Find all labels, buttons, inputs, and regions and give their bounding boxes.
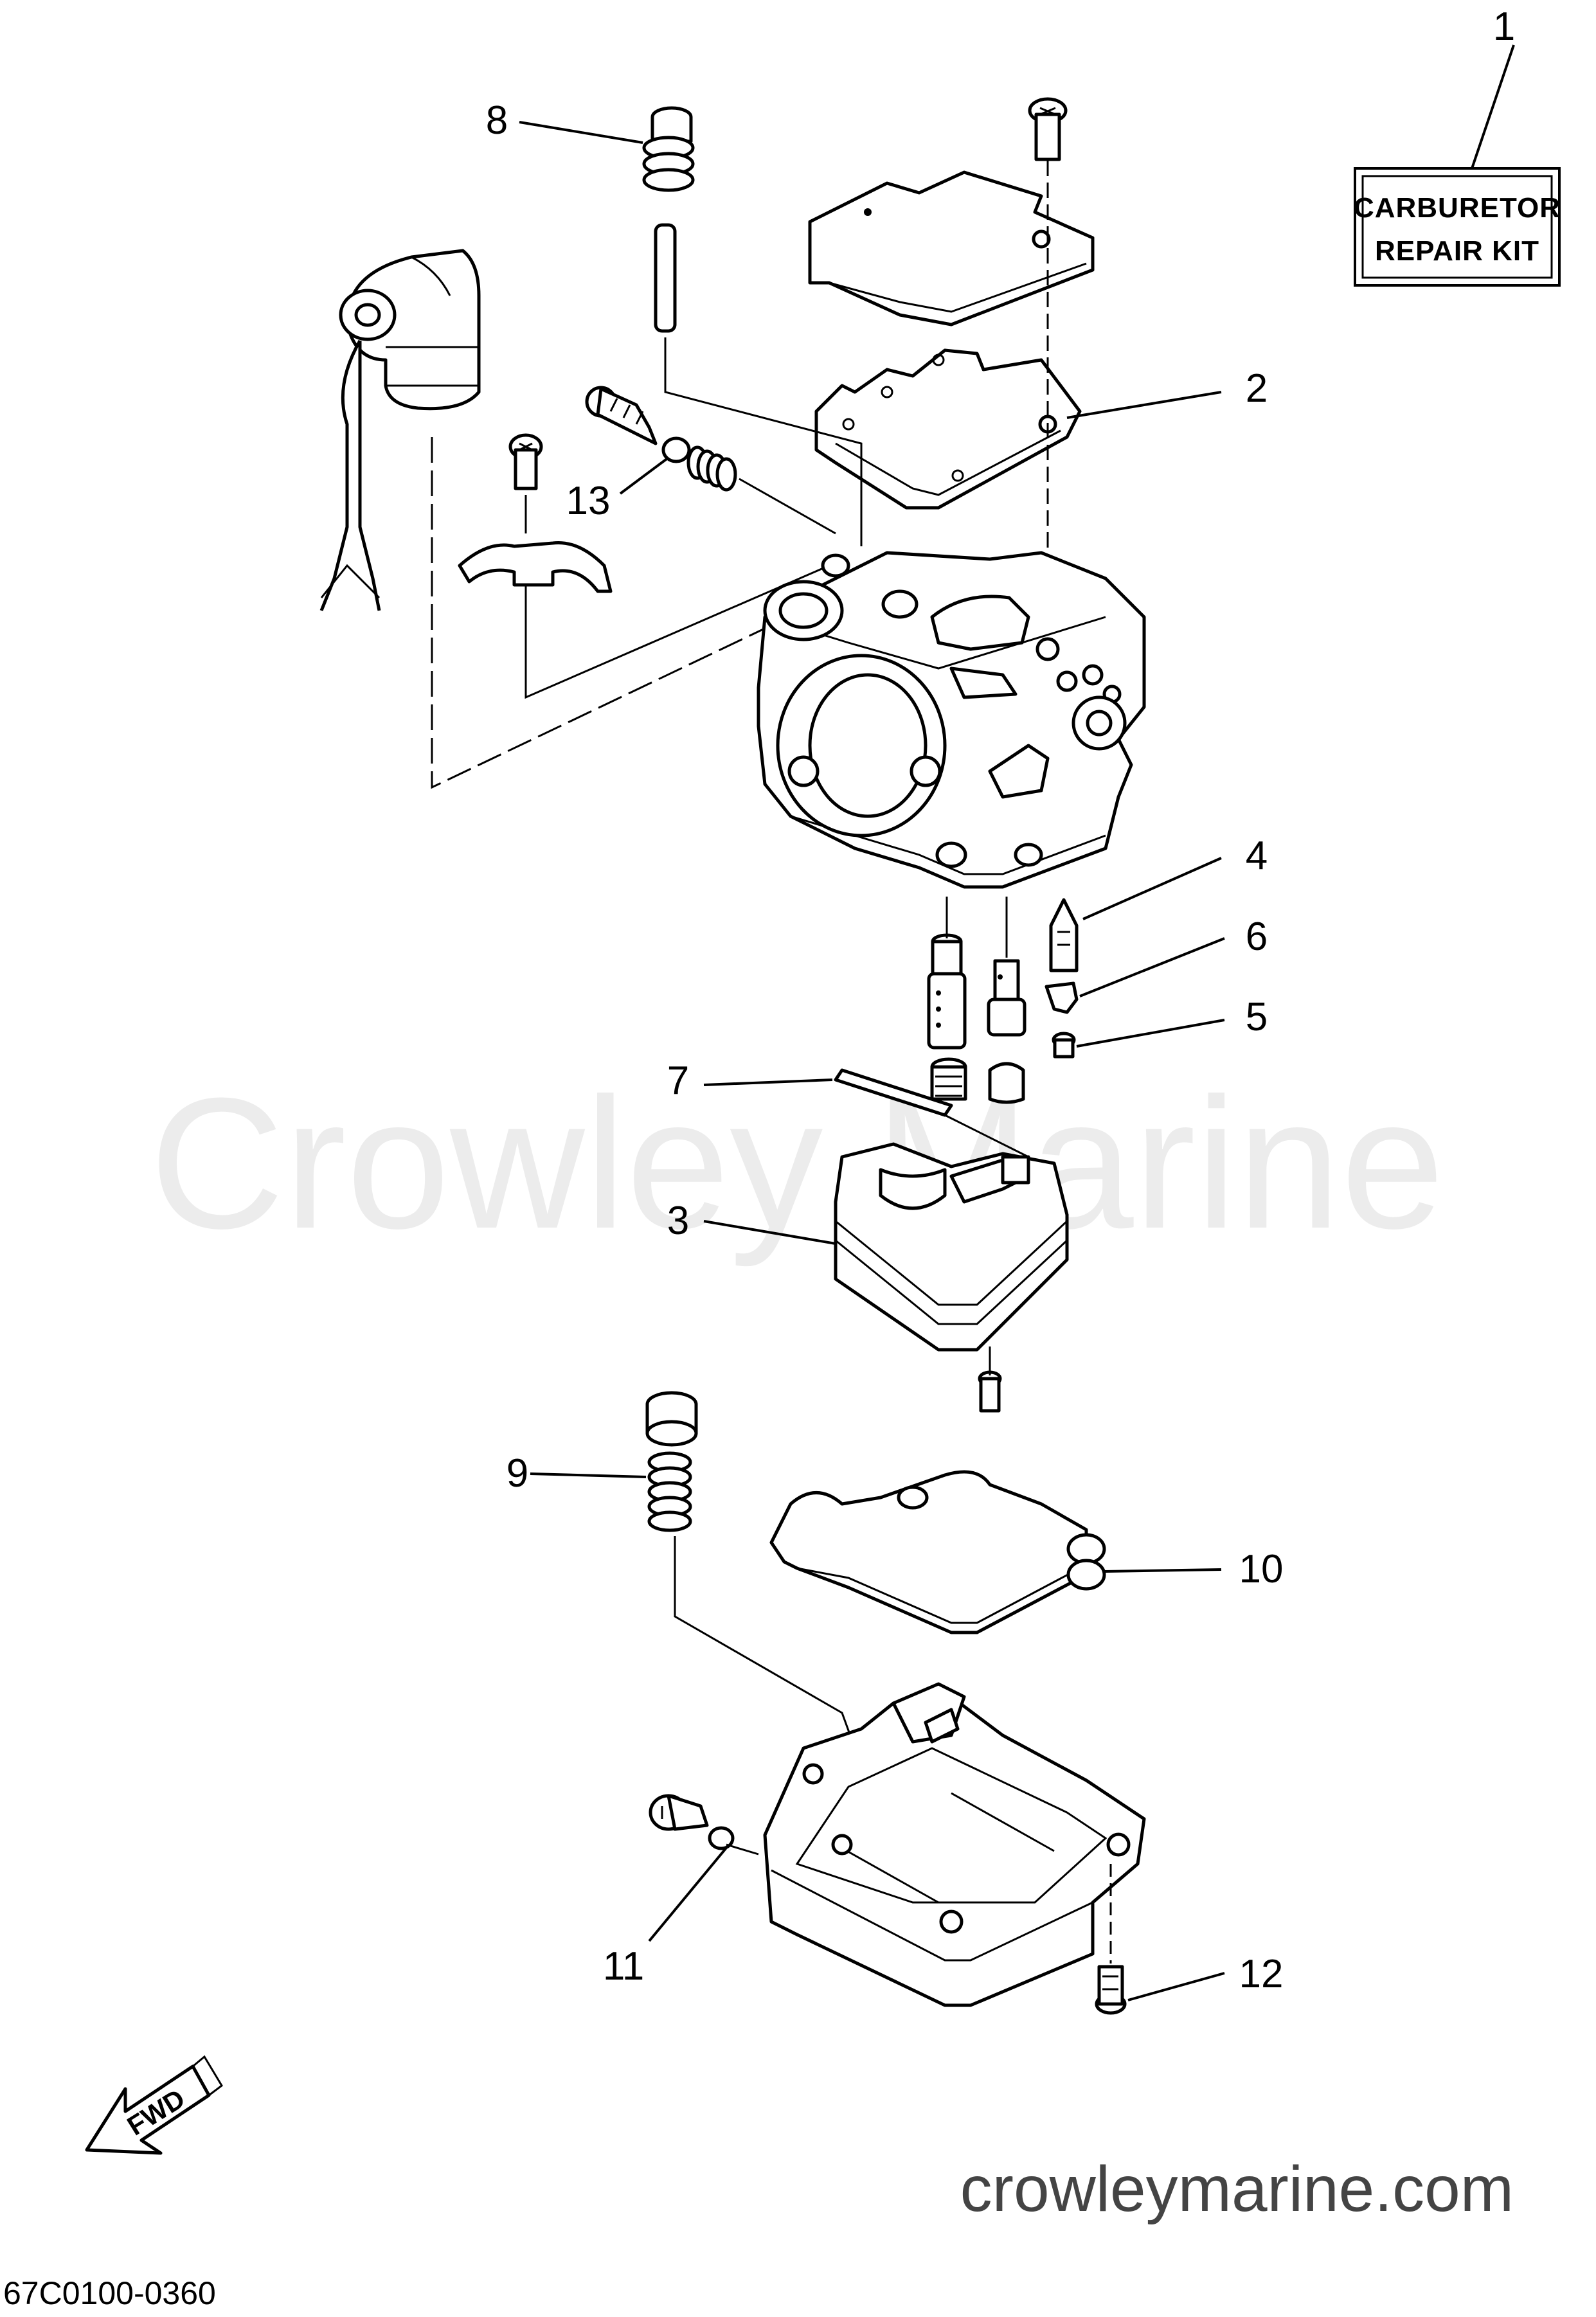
- bowl-screw-part-12: [1095, 1864, 1127, 2015]
- callout-7: 7: [667, 1059, 689, 1103]
- cover-screw: [1028, 97, 1068, 161]
- main-nozzle: [927, 897, 967, 1050]
- kit-label-line1: CARBURETOR: [1354, 192, 1561, 224]
- callout-10: 10: [1239, 1547, 1284, 1591]
- o-ring-13: [661, 436, 691, 463]
- repair-kit-box: CARBURETOR REPAIR KIT: [1354, 167, 1561, 287]
- callout-2: 2: [1246, 366, 1268, 411]
- callout-5: 5: [1246, 995, 1268, 1039]
- needle-rod: [654, 223, 677, 333]
- float-pin-part-7: [834, 1068, 953, 1117]
- drain-screw: [649, 1794, 709, 1831]
- lever-bracket: [458, 541, 613, 593]
- kit-label-line2: REPAIR KIT: [1375, 235, 1539, 267]
- fwd-arrow-icon: FWD: [85, 2055, 223, 2155]
- clip-part-6: [1045, 981, 1079, 1014]
- callout-1: 1: [1493, 4, 1515, 49]
- pilot-screw: [585, 386, 658, 445]
- drain-cap: [645, 1391, 698, 1447]
- bracket-screw: [508, 433, 543, 490]
- drawing-code: 67C0100-0360: [3, 2275, 216, 2311]
- top-cover-plate: [808, 170, 1095, 327]
- callout-12: 12: [1239, 1952, 1284, 1996]
- washer-part-11: [708, 1826, 735, 1850]
- carburetor-body: [757, 551, 1146, 889]
- spring-part-9: [647, 1451, 692, 1532]
- needle-valve-part-4: [1049, 898, 1079, 972]
- pilot-spring: [686, 445, 737, 492]
- callout-4: 4: [1246, 834, 1268, 878]
- float-part-3: [834, 1142, 1069, 1352]
- callout-9: 9: [507, 1451, 528, 1496]
- main-jet: [930, 1057, 967, 1101]
- float-bowl-gasket-part-10: [769, 1470, 1106, 1634]
- screw-part-5: [1052, 1032, 1076, 1059]
- callout-6: 6: [1246, 915, 1268, 959]
- enrichener-solenoid: [319, 249, 481, 611]
- website-label: crowleymarine.com: [960, 2153, 1514, 2225]
- spring-plug-part-8: [642, 106, 695, 192]
- jet-plug: [988, 1062, 1025, 1104]
- pilot-jet: [987, 897, 1027, 1037]
- callout-8: 8: [486, 98, 508, 143]
- float-screw: [978, 1346, 1002, 1413]
- float-bowl: [763, 1682, 1146, 2007]
- callout-13: 13: [566, 479, 611, 523]
- watermark-text: Crowley Marine: [150, 1059, 1444, 1268]
- callout-3: 3: [667, 1199, 689, 1243]
- gasket-part-2: [814, 348, 1082, 510]
- callout-11: 11: [603, 1944, 644, 1989]
